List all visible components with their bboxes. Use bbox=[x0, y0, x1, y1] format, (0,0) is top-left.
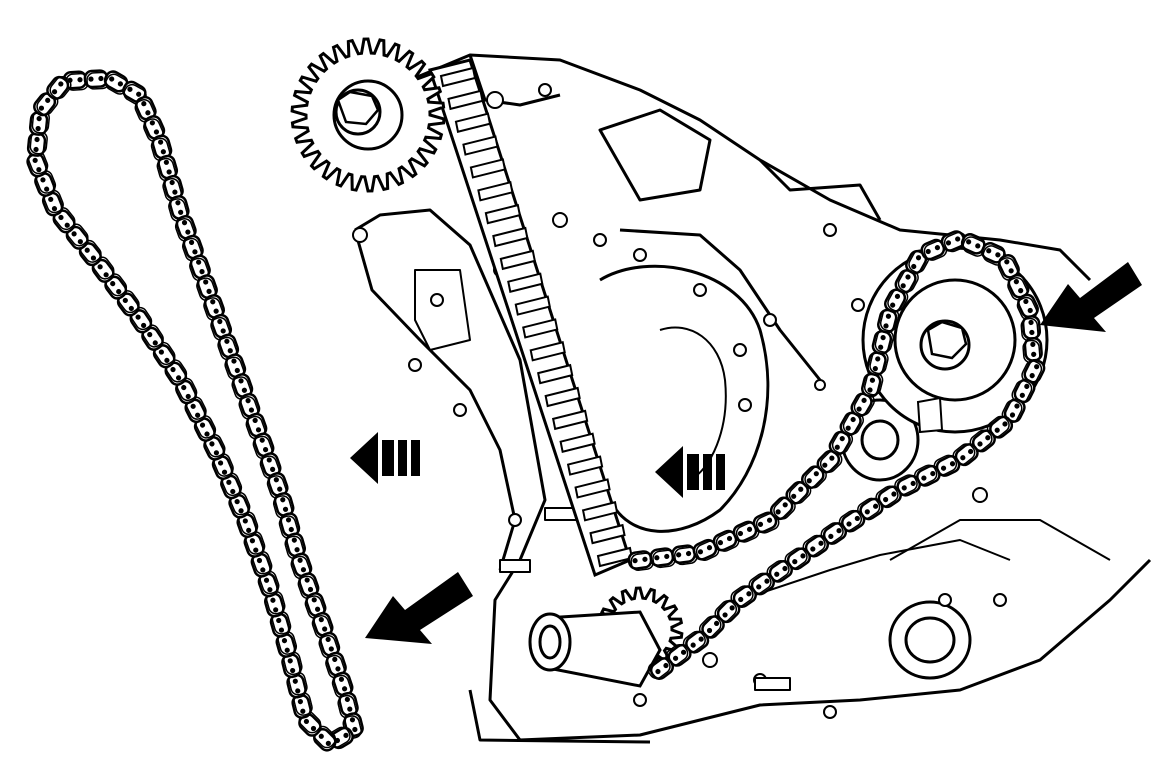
chain-link bbox=[297, 572, 320, 600]
guide-tooth bbox=[514, 295, 551, 316]
chain-link bbox=[174, 214, 197, 242]
chain-link bbox=[894, 474, 921, 497]
timing-chain bbox=[627, 230, 1046, 680]
guide-tooth bbox=[537, 363, 574, 385]
guide-tooth bbox=[529, 341, 566, 362]
guide-tooth bbox=[447, 89, 484, 111]
chain-link bbox=[647, 657, 675, 680]
chain-guide bbox=[428, 58, 634, 578]
guide-tooth bbox=[492, 226, 529, 248]
chain-link bbox=[65, 223, 89, 250]
guide-tooth bbox=[462, 135, 499, 156]
guide-tooth bbox=[477, 181, 514, 202]
chain-link bbox=[34, 170, 57, 197]
chain-link bbox=[168, 195, 190, 222]
chain-link bbox=[26, 130, 48, 157]
chain-link bbox=[304, 592, 327, 619]
guide-tooth bbox=[469, 158, 507, 179]
chain-link bbox=[325, 651, 347, 679]
guide-tooth bbox=[522, 318, 559, 339]
chain-link bbox=[220, 472, 243, 500]
pointer-arrow bbox=[365, 572, 473, 644]
chain-link bbox=[850, 392, 875, 417]
chain-link bbox=[238, 392, 261, 420]
camshaft-sprocket-right bbox=[861, 246, 1049, 434]
guide-tooth bbox=[581, 501, 619, 522]
chain-link bbox=[231, 373, 254, 400]
chain-link bbox=[1011, 378, 1036, 404]
chain-link bbox=[1007, 273, 1030, 301]
chain-link bbox=[712, 529, 740, 552]
chain-link bbox=[290, 552, 313, 580]
guide-tooth bbox=[499, 249, 536, 271]
camshaft-sprocket-left bbox=[290, 37, 446, 193]
removal-arrow bbox=[350, 432, 420, 484]
chain-link bbox=[291, 692, 313, 719]
chain-link bbox=[257, 570, 280, 598]
removal-arrow bbox=[655, 446, 725, 498]
guide-tooth bbox=[484, 203, 522, 225]
chain-link bbox=[871, 329, 895, 355]
guide-tooth bbox=[544, 386, 581, 408]
chain-link bbox=[52, 207, 76, 234]
chain-link bbox=[1022, 337, 1043, 364]
chain-link bbox=[134, 95, 157, 123]
guide-tooth bbox=[507, 272, 544, 293]
guide-tooth bbox=[551, 409, 589, 431]
chain-link bbox=[732, 520, 760, 543]
guide-tooth bbox=[454, 112, 492, 133]
chain-link bbox=[250, 550, 273, 578]
chain-link bbox=[318, 631, 341, 659]
timing-chain bbox=[26, 69, 364, 752]
guide-tooth bbox=[566, 455, 604, 476]
chain-link bbox=[828, 430, 854, 456]
chain-link bbox=[46, 75, 72, 100]
pointer-arrow bbox=[1040, 262, 1142, 332]
crankshaft-sprocket bbox=[528, 586, 684, 688]
chain-link bbox=[143, 115, 166, 142]
chain-link bbox=[252, 432, 275, 460]
guide-tooth bbox=[574, 478, 611, 499]
guide-tooth bbox=[439, 66, 477, 88]
chain-link bbox=[838, 509, 866, 533]
guide-tooth bbox=[589, 523, 626, 545]
chain-link bbox=[665, 643, 692, 667]
chain-link bbox=[752, 511, 780, 534]
chain-link bbox=[103, 70, 129, 95]
chain-link bbox=[714, 599, 741, 624]
guide-tooth bbox=[559, 432, 596, 453]
